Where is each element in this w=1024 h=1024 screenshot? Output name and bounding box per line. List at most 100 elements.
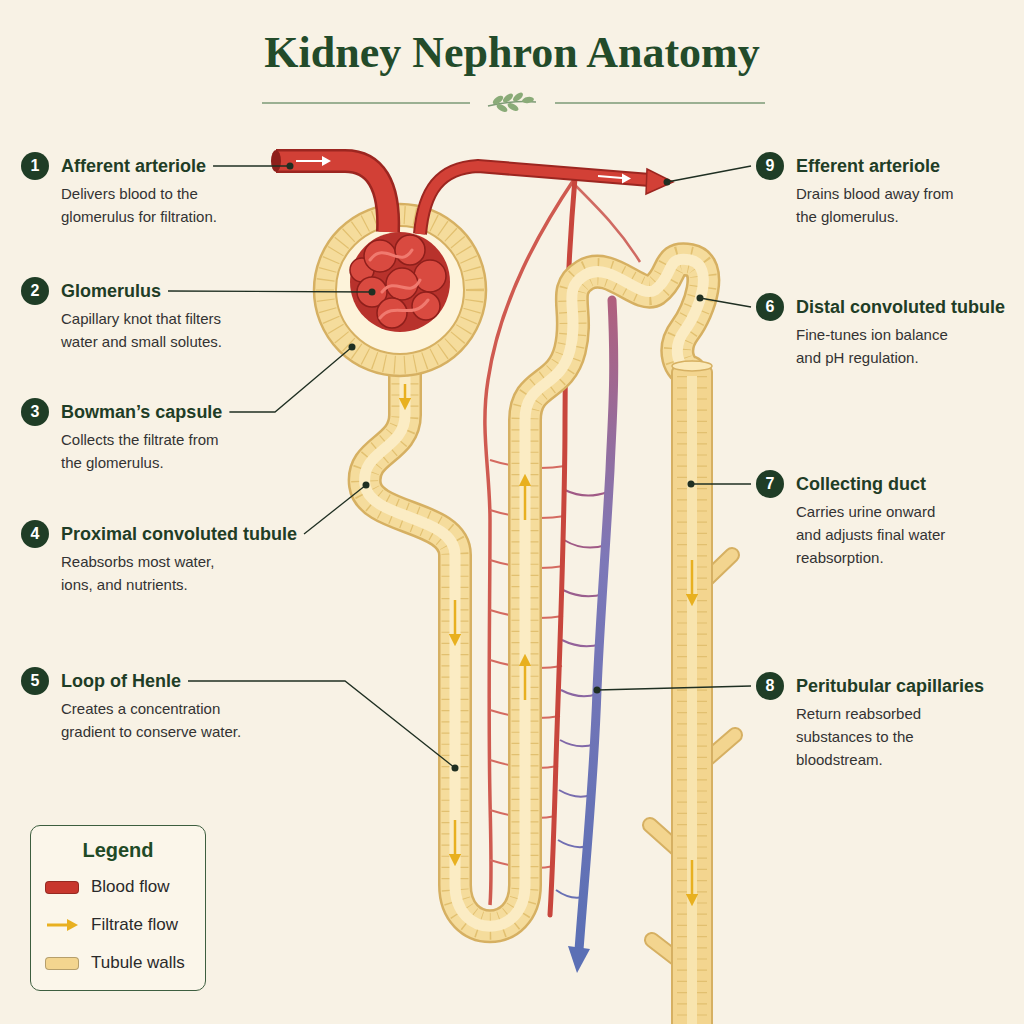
part-description: Fine-tunes ion balance and pH regulation… [796,323,959,369]
part-description: Capillary knot that filters water and sm… [61,307,239,353]
part-description: Creates a concentration gradient to cons… [61,697,251,743]
leader-dot [664,179,671,186]
leader-line [597,686,751,690]
callout: 6 Distal convoluted tubuleFine-tunes ion … [756,293,1005,369]
callout: 5Loop of HenleCreates a concentration gr… [21,667,251,743]
callout: 3 Bowman’s capsuleCollects the filtrate f… [21,398,236,474]
peritubular-capillaries [575,185,640,262]
arterioles [271,150,673,234]
callout-number: 2 [21,277,49,305]
legend-item: Filtrate flow [31,906,205,944]
part-description: Delivers blood to the glomerulus for fil… [61,182,239,228]
collecting-duct [672,361,712,371]
collecting-duct [672,364,712,1024]
title-divider [262,102,470,104]
arterioles [420,166,650,234]
legend-swatch [45,881,79,894]
title-divider [262,91,765,114]
legend-text: Tubule walls [91,952,185,974]
filtrate-arrows [405,384,692,900]
part-name: Loop of Henle [61,667,181,695]
callout-number: 7 [756,470,784,498]
glomerulus [370,250,428,318]
peritubular-capillaries [564,540,606,548]
part-description: Collects the filtrate from the glomerulu… [61,428,236,474]
callout-number: 3 [21,398,49,426]
callout-number: 8 [756,672,784,700]
callout-number: 6 [756,293,784,321]
arterioles [598,176,622,178]
glomerulus [377,298,407,328]
peritubular-capillaries [559,790,591,797]
peritubular-capillaries [579,300,614,950]
part-description: Return reabsorbed substances to the bloo… [796,702,959,771]
leader-dot [363,482,370,489]
title-divider [555,102,765,104]
bowmans-capsule [336,226,464,354]
glomerulus [386,268,418,300]
glomerulus [414,260,446,292]
collecting-duct [687,376,697,1024]
legend-swatch [45,918,79,932]
callout: 9Efferent arterioleDrains blood away fro… [756,152,959,228]
leader-line [168,291,372,292]
part-name: Glomerulus [61,277,161,305]
title-divider [506,101,519,112]
part-name: Peritubular capillaries [796,672,984,700]
arterioles [646,169,673,194]
leader-dot [369,289,376,296]
leader-line [229,347,352,412]
legend-box: LegendBlood flowFiltrate flowTubule wall… [30,825,206,991]
filtrate-arrows [691,560,694,600]
glomerulus [350,232,450,332]
callout: 8 Peritubular capillariesReturn reabsorbe… [756,672,984,771]
leader-line [691,483,751,484]
legend-item: Blood flow [31,868,205,906]
leader-dot [594,687,601,694]
part-description: Reabsorbs most water, ions, and nutrient… [61,550,239,596]
filtrate-arrows [454,820,457,860]
legend-text: Filtrate flow [91,914,178,936]
arterioles [271,150,281,172]
legend-item: Tubule walls [31,944,205,982]
callout: 4 Proximal convoluted tubuleReabsorbs mos… [21,520,297,596]
arterioles [322,156,331,166]
leader-dot [688,481,695,488]
callout: 7Collecting ductCarries urine onward and… [756,470,959,569]
filtrate-arrows [524,480,527,520]
leader-line [213,165,290,166]
title-divider [491,94,504,106]
peritubular-capillaries [561,690,597,696]
arterioles [420,166,650,234]
title-divider [501,92,514,104]
filtrate-arrows [404,384,407,404]
legend-title: Legend [31,836,205,864]
leader-dot [452,765,459,772]
filtrate-arrows [691,860,694,900]
glomerulus [412,292,440,320]
arterioles [296,160,322,162]
callout-number: 1 [21,152,49,180]
part-name: Bowman’s capsule [61,398,222,426]
collecting-duct [677,376,707,1024]
leader-dot [697,295,704,302]
part-name: Proximal convoluted tubule [61,520,297,548]
callout-number: 9 [756,152,784,180]
part-description: Drains blood away from the glomerulus. [796,182,959,228]
leader-dot [287,163,294,170]
part-name: Distal convoluted tubule [796,293,1005,321]
legend-arrow [47,924,69,927]
legend-swatch [45,957,79,970]
callout-number: 4 [21,520,49,548]
part-name: Collecting duct [796,470,926,498]
title: Kidney Nephron Anatomy [0,26,1024,80]
collecting-duct [672,361,712,1024]
glomerulus [350,232,450,332]
leader-dot [349,344,356,351]
arterioles [622,174,631,184]
leader-line [667,166,751,182]
peritubular-capillaries [560,740,595,746]
leader-line [304,485,366,534]
callout: 2 GlomerulusCapillary knot that filters w… [21,277,239,353]
